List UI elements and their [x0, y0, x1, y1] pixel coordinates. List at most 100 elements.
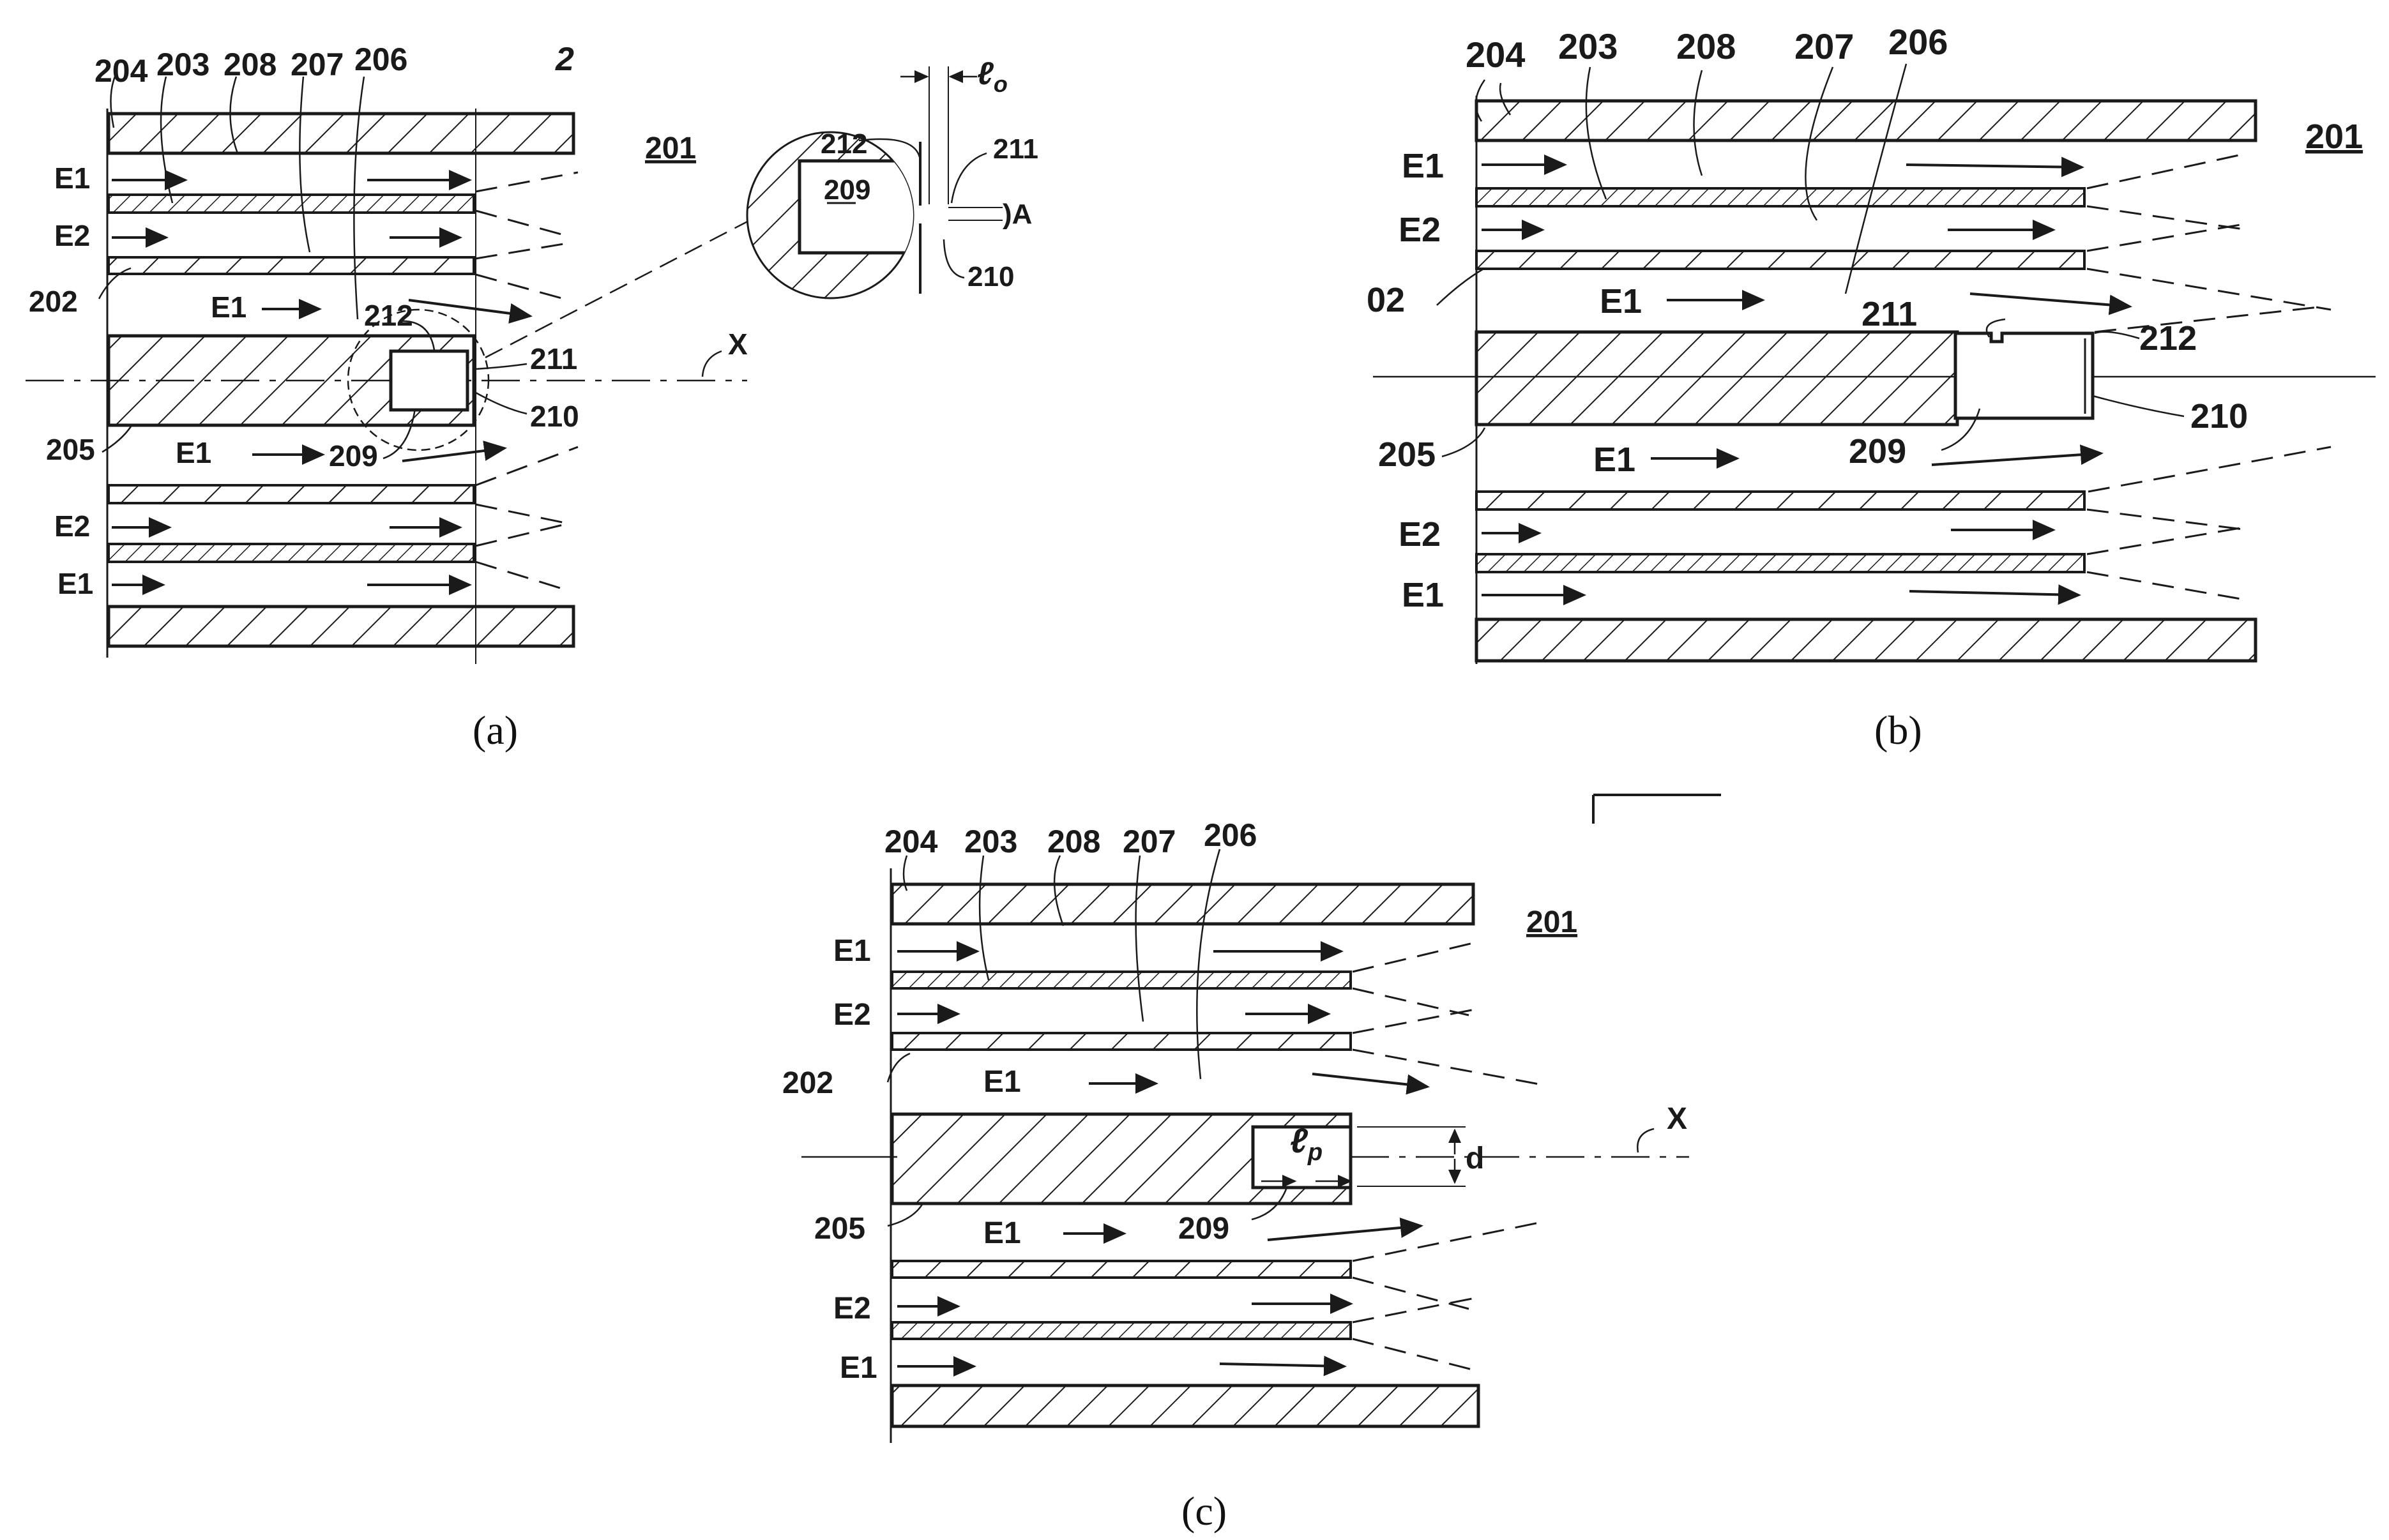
- panel-b-arrow-e1-lower-right: [1931, 444, 2104, 466]
- panel-b-tube-lower-2: [1475, 553, 2086, 573]
- panel-a-leader-lines: [98, 76, 527, 460]
- panel-b-label-202: 02: [1367, 281, 1405, 319]
- panel-c-flow-label-3: E1: [983, 1065, 1021, 1099]
- panel-c-tube-lower-2: [891, 1321, 1352, 1340]
- panel-a-label-210: 210: [530, 400, 579, 433]
- panel-c-outer-wall-top: [890, 882, 1475, 926]
- panel-a-cavity-209: [389, 349, 469, 412]
- panel-a-outer-wall-top: [107, 112, 575, 155]
- panel-c: 204 203 208 207 206 201 E1 E2 E1 E1 E2 E…: [782, 794, 1721, 1534]
- panel-a-flow-label-1: E1: [54, 162, 90, 195]
- panel-c-arrow-e1-bottom-right: [1219, 1355, 1347, 1377]
- panel-b-ref-201: 201: [2305, 117, 2363, 156]
- panel-a-flow-label-5: E2: [54, 510, 90, 543]
- panel-c-label-206: 206: [1204, 817, 1257, 853]
- panel-c-divergence-lines: [1352, 940, 1540, 1371]
- panel-a-label-202: 202: [29, 285, 78, 318]
- panel-a-label-204: 204: [95, 53, 148, 89]
- panel-b-flow-label-2: E2: [1399, 211, 1441, 249]
- panel-c-label-203: 203: [964, 824, 1017, 859]
- panel-b-outer-wall-top: [1475, 99, 2257, 142]
- panel-c-label-207: 207: [1123, 824, 1176, 859]
- panel-b: 204 203 208 207 206 201 E1 E2 E1 E1 E2 E…: [1367, 22, 2376, 753]
- panel-a-flow-label-3: E1: [211, 291, 246, 324]
- panel-a-arrow-e1-mid-right: [408, 299, 533, 324]
- panel-c-caption: (c): [1181, 1488, 1227, 1534]
- panel-a-label-206: 206: [354, 42, 407, 77]
- panel-c-axis-label-x: X: [1667, 1102, 1687, 1136]
- panel-a-label-211: 211: [530, 342, 577, 375]
- panel-c-label-202: 202: [782, 1066, 833, 1100]
- panel-a-label-212: 212: [364, 299, 413, 332]
- panel-c-tube-202: [891, 1032, 1352, 1051]
- panel-a-detail-view: [746, 66, 1003, 299]
- panel-c-flow-label-1: E1: [833, 934, 871, 968]
- panel-c-flow-label-4: E1: [983, 1216, 1021, 1250]
- panel-b-label-210: 210: [2190, 397, 2248, 435]
- panel-b-label-207: 207: [1794, 26, 1854, 66]
- panel-a-x-leader: [701, 350, 722, 377]
- panel-a-label-207: 207: [291, 47, 344, 82]
- panel-b-arrow-e1-mid-right: [1969, 292, 2132, 315]
- panel-b-label-203: 203: [1558, 26, 1618, 66]
- panel-c-leader-lines: [886, 849, 1655, 1227]
- panel-b-label-204: 204: [1466, 34, 1525, 75]
- panel-c-flow-label-5: E2: [833, 1292, 871, 1325]
- panel-a-arrow-e1-lower-right: [402, 441, 507, 462]
- panel-a-corner-mark: 2: [555, 41, 574, 78]
- panel-a-detail-label-211: 211: [993, 133, 1038, 165]
- panel-a-detail-label-212: 212: [821, 128, 867, 160]
- panel-b-flow-label-6: E1: [1402, 576, 1444, 614]
- panel-b-arrow-e1-top-right: [1906, 156, 2084, 177]
- panel-a-flow-label-6: E1: [57, 567, 93, 600]
- panel-a-label-209: 209: [329, 439, 378, 472]
- panel-a-detail-label-209: 209: [824, 174, 870, 206]
- panel-c-label-204: 204: [884, 824, 938, 859]
- panel-b-label-205: 205: [1378, 435, 1436, 474]
- panel-b-caption: (b): [1874, 707, 1922, 753]
- panel-b-outer-wall-bottom: [1475, 617, 2257, 663]
- panel-c-outer-wall-bottom: [890, 1384, 1480, 1428]
- panel-b-arrow-e1-bottom-right: [1909, 584, 2081, 605]
- panel-b-flow-label-3: E1: [1600, 282, 1642, 321]
- panel-b-label-206: 206: [1888, 22, 1948, 62]
- panel-a-flow-label-4: E1: [176, 436, 211, 469]
- panel-c-arrow-e1-lower-right: [1267, 1217, 1423, 1241]
- panel-a-detail-leader: [485, 217, 754, 359]
- panel-b-tube-203: [1475, 187, 2086, 208]
- panel-c-tube-203: [891, 970, 1352, 990]
- panel-b-leader-lines: [1436, 63, 2185, 458]
- panel-a-divergence-lines: [475, 171, 579, 592]
- panel-b-divergence-lines: [2086, 152, 2332, 601]
- panel-c-label-209: 209: [1178, 1212, 1229, 1246]
- panel-c-label-lp: ℓp: [1290, 1122, 1323, 1166]
- panel-b-center-body-205: [1475, 330, 1959, 427]
- panel-c-flow-label-2: E2: [833, 998, 871, 1032]
- panel-b-flow-label-4: E1: [1593, 441, 1635, 479]
- panel-a-tube-lower-1: [107, 484, 475, 504]
- panel-c-arrow-e1-mid-right: [1312, 1073, 1430, 1095]
- panel-c-label-208: 208: [1047, 824, 1100, 859]
- panel-a-tube-lower-2: [107, 543, 475, 563]
- panel-c-flow-label-6: E1: [840, 1351, 877, 1385]
- panel-a-detail-circle-small: [347, 308, 490, 451]
- panel-a-label-203: 203: [156, 47, 209, 82]
- panel-c-tube-lower-1: [891, 1260, 1352, 1279]
- panel-a-label-208: 208: [224, 47, 277, 82]
- panel-a-tube-203: [107, 193, 475, 214]
- panel-a-label-205: 205: [46, 433, 95, 466]
- panel-c-label-d: d: [1466, 1142, 1484, 1175]
- panel-b-label-209: 209: [1849, 432, 1906, 471]
- panel-a-tube-202: [107, 256, 475, 275]
- panel-b-label-208: 208: [1676, 26, 1736, 66]
- panel-b-tube-202: [1475, 250, 2086, 270]
- panel-b-cavity-209: [1953, 331, 2095, 420]
- panel-b-flow-label-5: E2: [1399, 515, 1441, 554]
- panel-a: 204 203 208 207 206 2 201 E1 E2 E1 E1 E2…: [26, 41, 1038, 753]
- panel-c-cavity-209: [1251, 1125, 1353, 1189]
- panel-a-detail-l0: ℓo: [977, 56, 1008, 97]
- panel-b-flow-label-1: E1: [1402, 147, 1444, 185]
- panel-a-detail-mark-a: )A: [1003, 199, 1032, 230]
- panel-b-tube-lower-1: [1475, 490, 2086, 511]
